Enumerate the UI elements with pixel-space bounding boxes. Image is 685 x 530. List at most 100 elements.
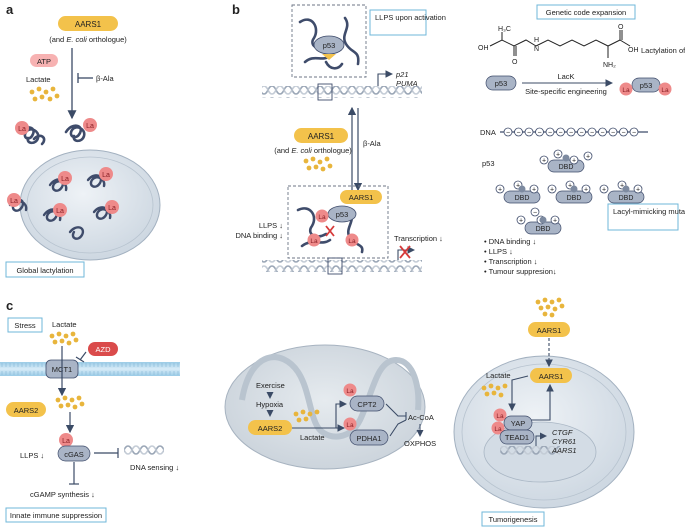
la-badge: La xyxy=(58,171,72,185)
dna-sensing-down: DNA sensing ↓ xyxy=(130,463,179,472)
oxphos-label: OXPHOS xyxy=(404,439,436,448)
dna-binding-down-b: DNA binding ↓ xyxy=(235,231,283,240)
la-badge: La xyxy=(59,433,73,447)
la-badge: La xyxy=(307,233,321,247)
p53-pill-gce-right: p53 xyxy=(631,77,661,93)
dna-charge: − xyxy=(619,127,628,137)
svg-text:−: − xyxy=(558,130,562,137)
lactate-dots-tumor-in xyxy=(481,383,508,398)
chem-oh-left: OH xyxy=(478,45,489,52)
panel-b: b p53 LLPS upon activation p21 PUMA β-Al… xyxy=(232,2,685,276)
la-badge: La xyxy=(658,82,672,96)
dna-charge: − xyxy=(514,127,523,137)
lactate-label-c: Lactate xyxy=(52,320,77,329)
svg-text:La: La xyxy=(62,438,70,445)
llps-dashed-box xyxy=(291,4,367,78)
orthologue-label-b: (and E. coli orthologue) xyxy=(274,146,352,155)
beta-ala-a: β-Ala xyxy=(96,74,114,83)
dna-charge: − xyxy=(556,127,565,137)
p21-label: p21 xyxy=(395,70,409,79)
svg-text:La: La xyxy=(310,238,318,245)
dna-fragment-c xyxy=(124,444,164,456)
dna-charge: − xyxy=(598,127,607,137)
gene-2: AARS1 xyxy=(551,446,577,455)
cpt2-inhibit xyxy=(385,403,406,417)
transcription-arrow-top xyxy=(377,70,394,86)
lactylation-note-line1: Lactylation of p53 in DBD xyxy=(641,46,685,55)
chem-oh-right: OH xyxy=(628,47,639,54)
dna-strand-top xyxy=(262,86,422,98)
lactate-label-a: Lactate xyxy=(26,75,51,84)
svg-text:Genetic code expansion: Genetic code expansion xyxy=(546,8,626,17)
panel-a-letter: a xyxy=(6,2,14,17)
svg-text:La: La xyxy=(346,388,354,395)
svg-text:Global lactylation: Global lactylation xyxy=(16,266,73,275)
la-badge: La xyxy=(619,82,633,96)
beta-ala-b: β-Ala xyxy=(363,139,381,148)
lacyl-mimicking-box: Lacyl-mimicking mutations in DBD xyxy=(607,203,685,231)
svg-text:Innate immune suppression: Innate immune suppression xyxy=(10,511,102,520)
svg-text:+: + xyxy=(584,187,588,194)
panel-b-letter: b xyxy=(232,2,240,17)
dbd-domain: DBD+−++ xyxy=(516,207,562,235)
red-x-icon xyxy=(325,225,335,237)
bullet-2: • Transcription ↓ xyxy=(484,257,537,266)
cgas-protein: cGAS xyxy=(57,445,91,462)
dna-fragment-tumor xyxy=(500,446,560,456)
svg-text:+: + xyxy=(636,187,640,194)
svg-text:La: La xyxy=(348,238,356,245)
lactate-dots-mito xyxy=(293,409,320,423)
svg-text:La: La xyxy=(61,176,69,183)
aars1-pill-c-in: AARS1 xyxy=(530,368,572,383)
panel-a: a AARS1 (and E. coli orthologue) ATP Lac… xyxy=(5,2,161,278)
svg-text:−: − xyxy=(569,130,573,137)
svg-text:+: + xyxy=(556,152,560,159)
svg-text:La: La xyxy=(86,123,94,130)
la-badge: La xyxy=(493,408,507,422)
lactate-dots-a xyxy=(29,86,60,102)
dbd-domain: DBD+++ xyxy=(547,180,593,204)
svg-text:La: La xyxy=(318,214,326,221)
p53-pill-gce-left: p53 xyxy=(485,75,517,91)
panel-c: c Stress Lactate MCT1 AZD AARS2 xyxy=(0,297,635,527)
svg-text:AARS1: AARS1 xyxy=(537,326,562,335)
gene-transcription-arrow xyxy=(535,432,547,446)
gene-0: CTGF xyxy=(552,428,573,437)
svg-text:−: − xyxy=(611,130,615,137)
svg-text:p53: p53 xyxy=(640,81,653,90)
dna-charge: − xyxy=(577,127,586,137)
la-badge: La xyxy=(99,167,113,181)
dna-charge: − xyxy=(608,127,618,137)
lactate-label-mito: Lactate xyxy=(300,433,325,442)
svg-text:La: La xyxy=(18,126,26,133)
lack-label: LacK xyxy=(557,72,574,81)
dbd-domain: DBD+++ xyxy=(495,180,541,204)
svg-text:La: La xyxy=(10,198,18,205)
la-badges-a: La La La La La La La xyxy=(7,118,119,217)
svg-text:DBD: DBD xyxy=(536,226,551,233)
p53-label-dbd: p53 xyxy=(482,159,495,168)
chem-h3c: H₃C xyxy=(498,26,511,33)
cell-a xyxy=(19,149,161,261)
svg-text:−: − xyxy=(590,130,594,137)
svg-text:−: − xyxy=(548,130,552,137)
la-badge: La xyxy=(83,118,97,132)
p53-label-bottom: p53 xyxy=(336,210,349,219)
panel-c-letter: c xyxy=(6,298,13,313)
dna-label: DNA xyxy=(480,128,496,137)
svg-text:−: − xyxy=(527,130,531,137)
llps-down-c: LLPS ↓ xyxy=(20,451,44,460)
svg-text:−: − xyxy=(533,210,537,217)
dna-charge: − xyxy=(545,127,555,137)
svg-text:DBD: DBD xyxy=(619,195,634,202)
lactate-dots-c-in xyxy=(55,395,85,410)
svg-text:+: + xyxy=(550,187,554,194)
svg-text:La: La xyxy=(494,426,502,433)
pdha1-inhibit xyxy=(389,419,407,437)
tumorigenesis-box: Tumorigenesis xyxy=(481,511,545,527)
exercise-label: Exercise xyxy=(256,381,285,390)
aars1-pill-c-out: AARS1 xyxy=(528,322,570,337)
svg-text:+: + xyxy=(568,183,572,190)
svg-text:cGAS: cGAS xyxy=(64,450,84,459)
aars1-pill-a: AARS1 xyxy=(58,16,118,31)
